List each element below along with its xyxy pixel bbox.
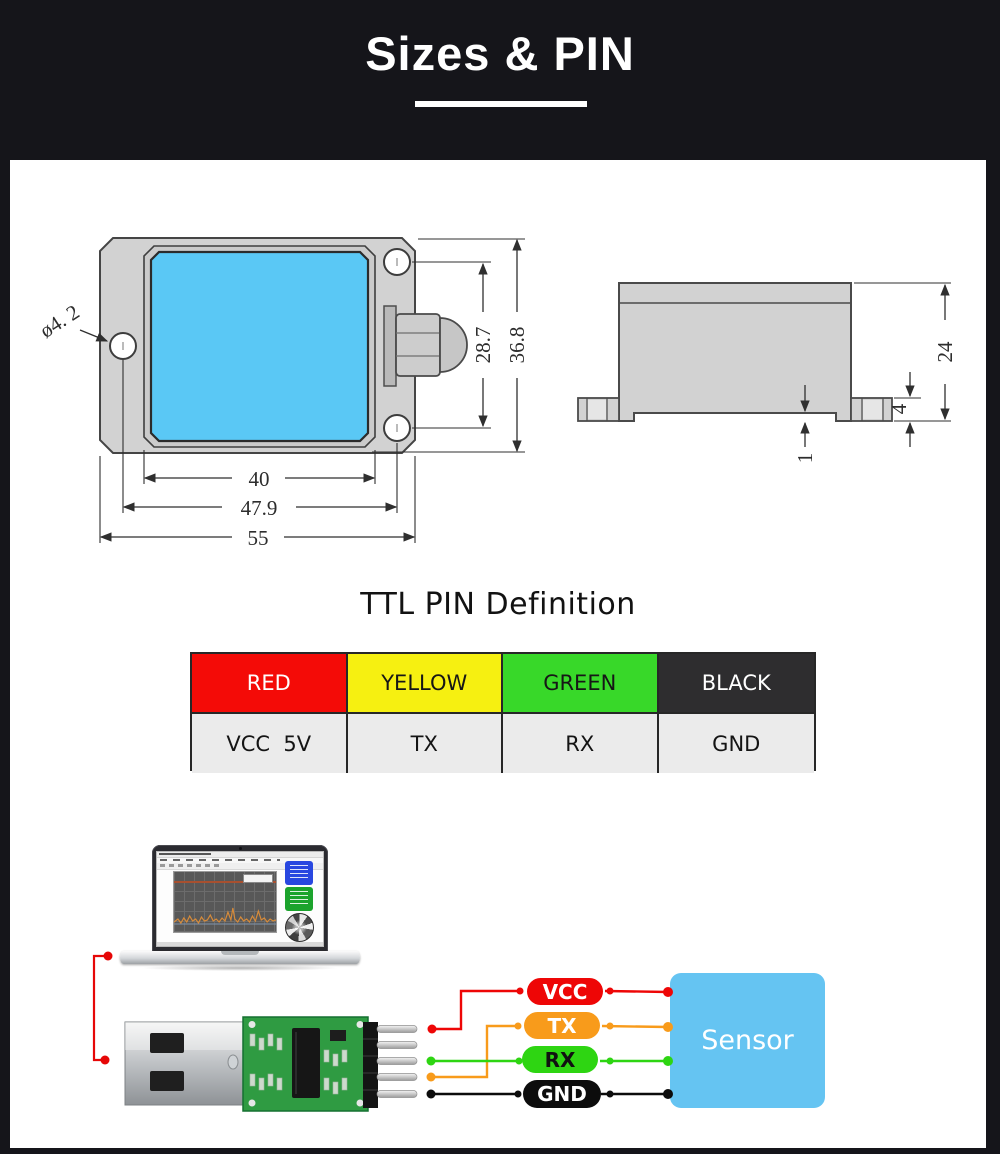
laptop-illustration xyxy=(120,845,360,971)
dim-flange-text: 4 xyxy=(887,403,911,414)
table-header-yellow: YELLOW xyxy=(347,654,503,714)
laptop-screen xyxy=(152,845,328,952)
front-blue-window xyxy=(149,250,370,443)
dim-height-body-text: 36.8 xyxy=(505,327,529,364)
dim-width-body-text: 55 xyxy=(248,526,269,550)
side-body xyxy=(618,282,852,422)
content-panel: 36.8 28.7 40 47.9 xyxy=(10,160,986,1148)
table-cell-gnd: GND xyxy=(658,714,814,773)
dim-width-holes-text: 47.9 xyxy=(241,496,278,520)
sensor-box: Sensor xyxy=(670,973,825,1108)
software-window xyxy=(156,851,324,947)
table-header-red: RED xyxy=(192,654,348,714)
dim-step-text: 1 xyxy=(793,453,817,464)
webcam-icon xyxy=(239,847,242,850)
table-header-green: GREEN xyxy=(503,654,659,714)
app-panel-green xyxy=(285,887,313,911)
side-extension-lines xyxy=(854,282,951,422)
page-header: Sizes & PIN xyxy=(0,0,1000,160)
ttl-pin-heading: TTL PIN Definition xyxy=(360,587,636,622)
cable-gland-connector xyxy=(383,305,468,387)
side-view-drawing: 24 4 1 xyxy=(577,282,957,464)
table-header-black: BLACK xyxy=(658,654,814,714)
hole-diameter-leader xyxy=(79,329,109,342)
front-view-drawing: 36.8 28.7 40 47.9 xyxy=(35,237,529,550)
front-extension-lines xyxy=(99,238,525,543)
table-cell-tx: TX xyxy=(347,714,503,773)
chart-reference-line xyxy=(174,881,276,883)
cad-drawings: 36.8 28.7 40 47.9 xyxy=(35,237,957,550)
laptop-base xyxy=(120,951,360,971)
dim-height-holes-text: 28.7 xyxy=(471,327,495,364)
dim-width-frame-text: 40 xyxy=(249,467,270,491)
dim-side-height-text: 24 xyxy=(933,341,957,363)
window-toolbar xyxy=(157,863,323,870)
chart-legend xyxy=(243,874,273,883)
dial-gauge xyxy=(285,913,314,942)
title-underline xyxy=(415,101,587,107)
waveform-chart xyxy=(173,871,277,933)
table-cell-vcc: VCC 5V xyxy=(192,714,348,773)
app-panel-blue xyxy=(285,861,313,885)
window-menubar xyxy=(157,858,323,863)
ttl-pin-table: RED YELLOW GREEN BLACK VCC 5V TX RX GND xyxy=(190,652,816,773)
page-title: Sizes & PIN xyxy=(365,27,635,80)
wire-label-vcc: VCC xyxy=(527,978,603,1005)
wire-label-tx: TX xyxy=(524,1012,600,1039)
window-titlebar xyxy=(157,852,323,858)
wire-label-rx: RX xyxy=(522,1046,598,1073)
wire-label-gnd: GND xyxy=(523,1080,601,1108)
hole-diameter-label: ø4. 2 xyxy=(35,300,83,343)
chart-waveform xyxy=(174,907,276,925)
table-cell-rx: RX xyxy=(503,714,659,773)
window-statusbar xyxy=(157,942,323,946)
